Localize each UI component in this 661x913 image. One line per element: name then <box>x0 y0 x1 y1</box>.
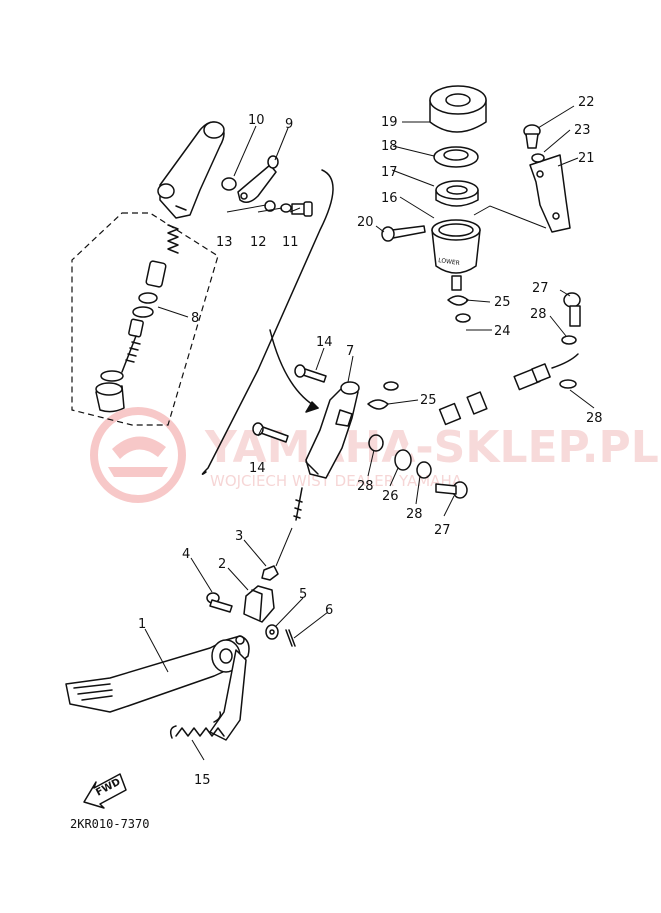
nut-3 <box>261 565 279 581</box>
master-cylinder-detail <box>157 121 225 219</box>
rod-guide-line <box>275 527 293 567</box>
label-part-15: 15 <box>194 773 211 788</box>
master-cylinder-7 <box>293 381 360 521</box>
watermark: YAMAHA-SKLEP.PL WOJCIECH WIST DEALER YAM… <box>90 407 659 503</box>
label-part-9: 9 <box>285 117 293 132</box>
label-part-4: 4 <box>182 547 190 562</box>
spring-15 <box>169 711 225 739</box>
o-ring-10 <box>221 177 237 191</box>
label-part-20: 20 <box>357 215 374 230</box>
label-part-23: 23 <box>574 123 591 138</box>
label-part-3: 3 <box>235 529 243 544</box>
label-part-14-upper: 14 <box>316 335 333 350</box>
screw-20 <box>381 225 426 242</box>
washer-28-a <box>561 335 577 345</box>
label-part-28-b: 28 <box>586 411 603 426</box>
label-part-21: 21 <box>578 151 595 166</box>
label-part-19: 19 <box>381 115 398 130</box>
label-part-8: 8 <box>191 311 199 326</box>
joint-9 <box>237 155 279 203</box>
reservoir-text: LOWER <box>438 257 461 267</box>
washer-28-d <box>416 461 432 479</box>
label-part-17: 17 <box>381 165 398 180</box>
label-part-28-d: 28 <box>406 507 423 522</box>
label-part-5: 5 <box>299 587 307 602</box>
label-part-28-a: 28 <box>530 307 547 322</box>
part-8-kit-outline <box>71 212 219 426</box>
washer-13 <box>264 200 276 212</box>
reservoir-16: LOWER <box>431 219 481 291</box>
watermark-logo <box>90 407 186 503</box>
label-part-7: 7 <box>346 344 354 359</box>
label-part-27-upper: 27 <box>532 281 549 296</box>
cotter-pin-6 <box>285 629 296 647</box>
drawing-code: 2KR010-7370 <box>70 817 149 831</box>
label-part-10: 10 <box>248 113 265 128</box>
label-part-16: 16 <box>381 191 398 206</box>
label-part-13: 13 <box>216 235 233 250</box>
label-part-28-c: 28 <box>357 479 374 494</box>
spring <box>167 224 179 254</box>
label-part-22: 22 <box>578 95 595 110</box>
leader-lines <box>144 105 595 761</box>
part-labels: 1 2 3 4 5 6 7 8 9 10 11 12 13 14 14 15 1… <box>138 95 603 788</box>
hose-24 <box>383 313 471 391</box>
plate-18 <box>433 146 479 168</box>
watermark-dealer: WOJCIECH WIST DEALER YAMAHA <box>210 472 463 490</box>
pointer-arrow <box>269 329 319 409</box>
washer-12 <box>280 203 292 213</box>
brake-pedal-1 <box>65 635 250 741</box>
brake-hose-26 <box>394 353 584 471</box>
label-part-14-lower: 14 <box>249 461 266 476</box>
label-part-27-lower: 27 <box>434 523 451 538</box>
fwd-arrow-icon: FWD <box>83 773 127 809</box>
bracket-21 <box>529 154 571 233</box>
label-part-24: 24 <box>494 324 511 339</box>
bolt-27-lower <box>435 481 468 499</box>
washer-23 <box>531 153 545 163</box>
label-part-25-upper: 25 <box>494 295 511 310</box>
label-part-2: 2 <box>218 557 226 572</box>
piston-parts <box>121 260 167 373</box>
separator-line <box>201 169 334 475</box>
label-part-18: 18 <box>381 139 398 154</box>
label-part-11: 11 <box>282 235 299 250</box>
label-part-6: 6 <box>325 603 333 618</box>
diaphragm-17 <box>435 180 479 207</box>
label-part-12: 12 <box>250 235 267 250</box>
bolt-11 <box>291 201 313 217</box>
label-part-26: 26 <box>382 489 399 504</box>
washer-5 <box>265 624 279 640</box>
pointer-arrowhead <box>305 401 319 413</box>
bolt-14-upper <box>294 364 327 383</box>
label-part-25-lower: 25 <box>420 393 437 408</box>
bolt-27-upper <box>563 292 581 327</box>
clevis-2 <box>243 585 275 623</box>
washer-28-b <box>559 379 577 389</box>
washer-28-c <box>368 434 384 452</box>
reservoir-bracket-link <box>473 205 547 229</box>
label-part-1: 1 <box>138 617 146 632</box>
boot <box>95 370 125 413</box>
bolt-22 <box>523 124 541 149</box>
watermark-brand: YAMAHA-SKLEP.PL <box>204 422 659 473</box>
clip-25-lower <box>367 399 389 410</box>
clip-25-upper <box>447 295 469 306</box>
cap-19 <box>429 85 487 133</box>
pin-4 <box>206 592 233 613</box>
